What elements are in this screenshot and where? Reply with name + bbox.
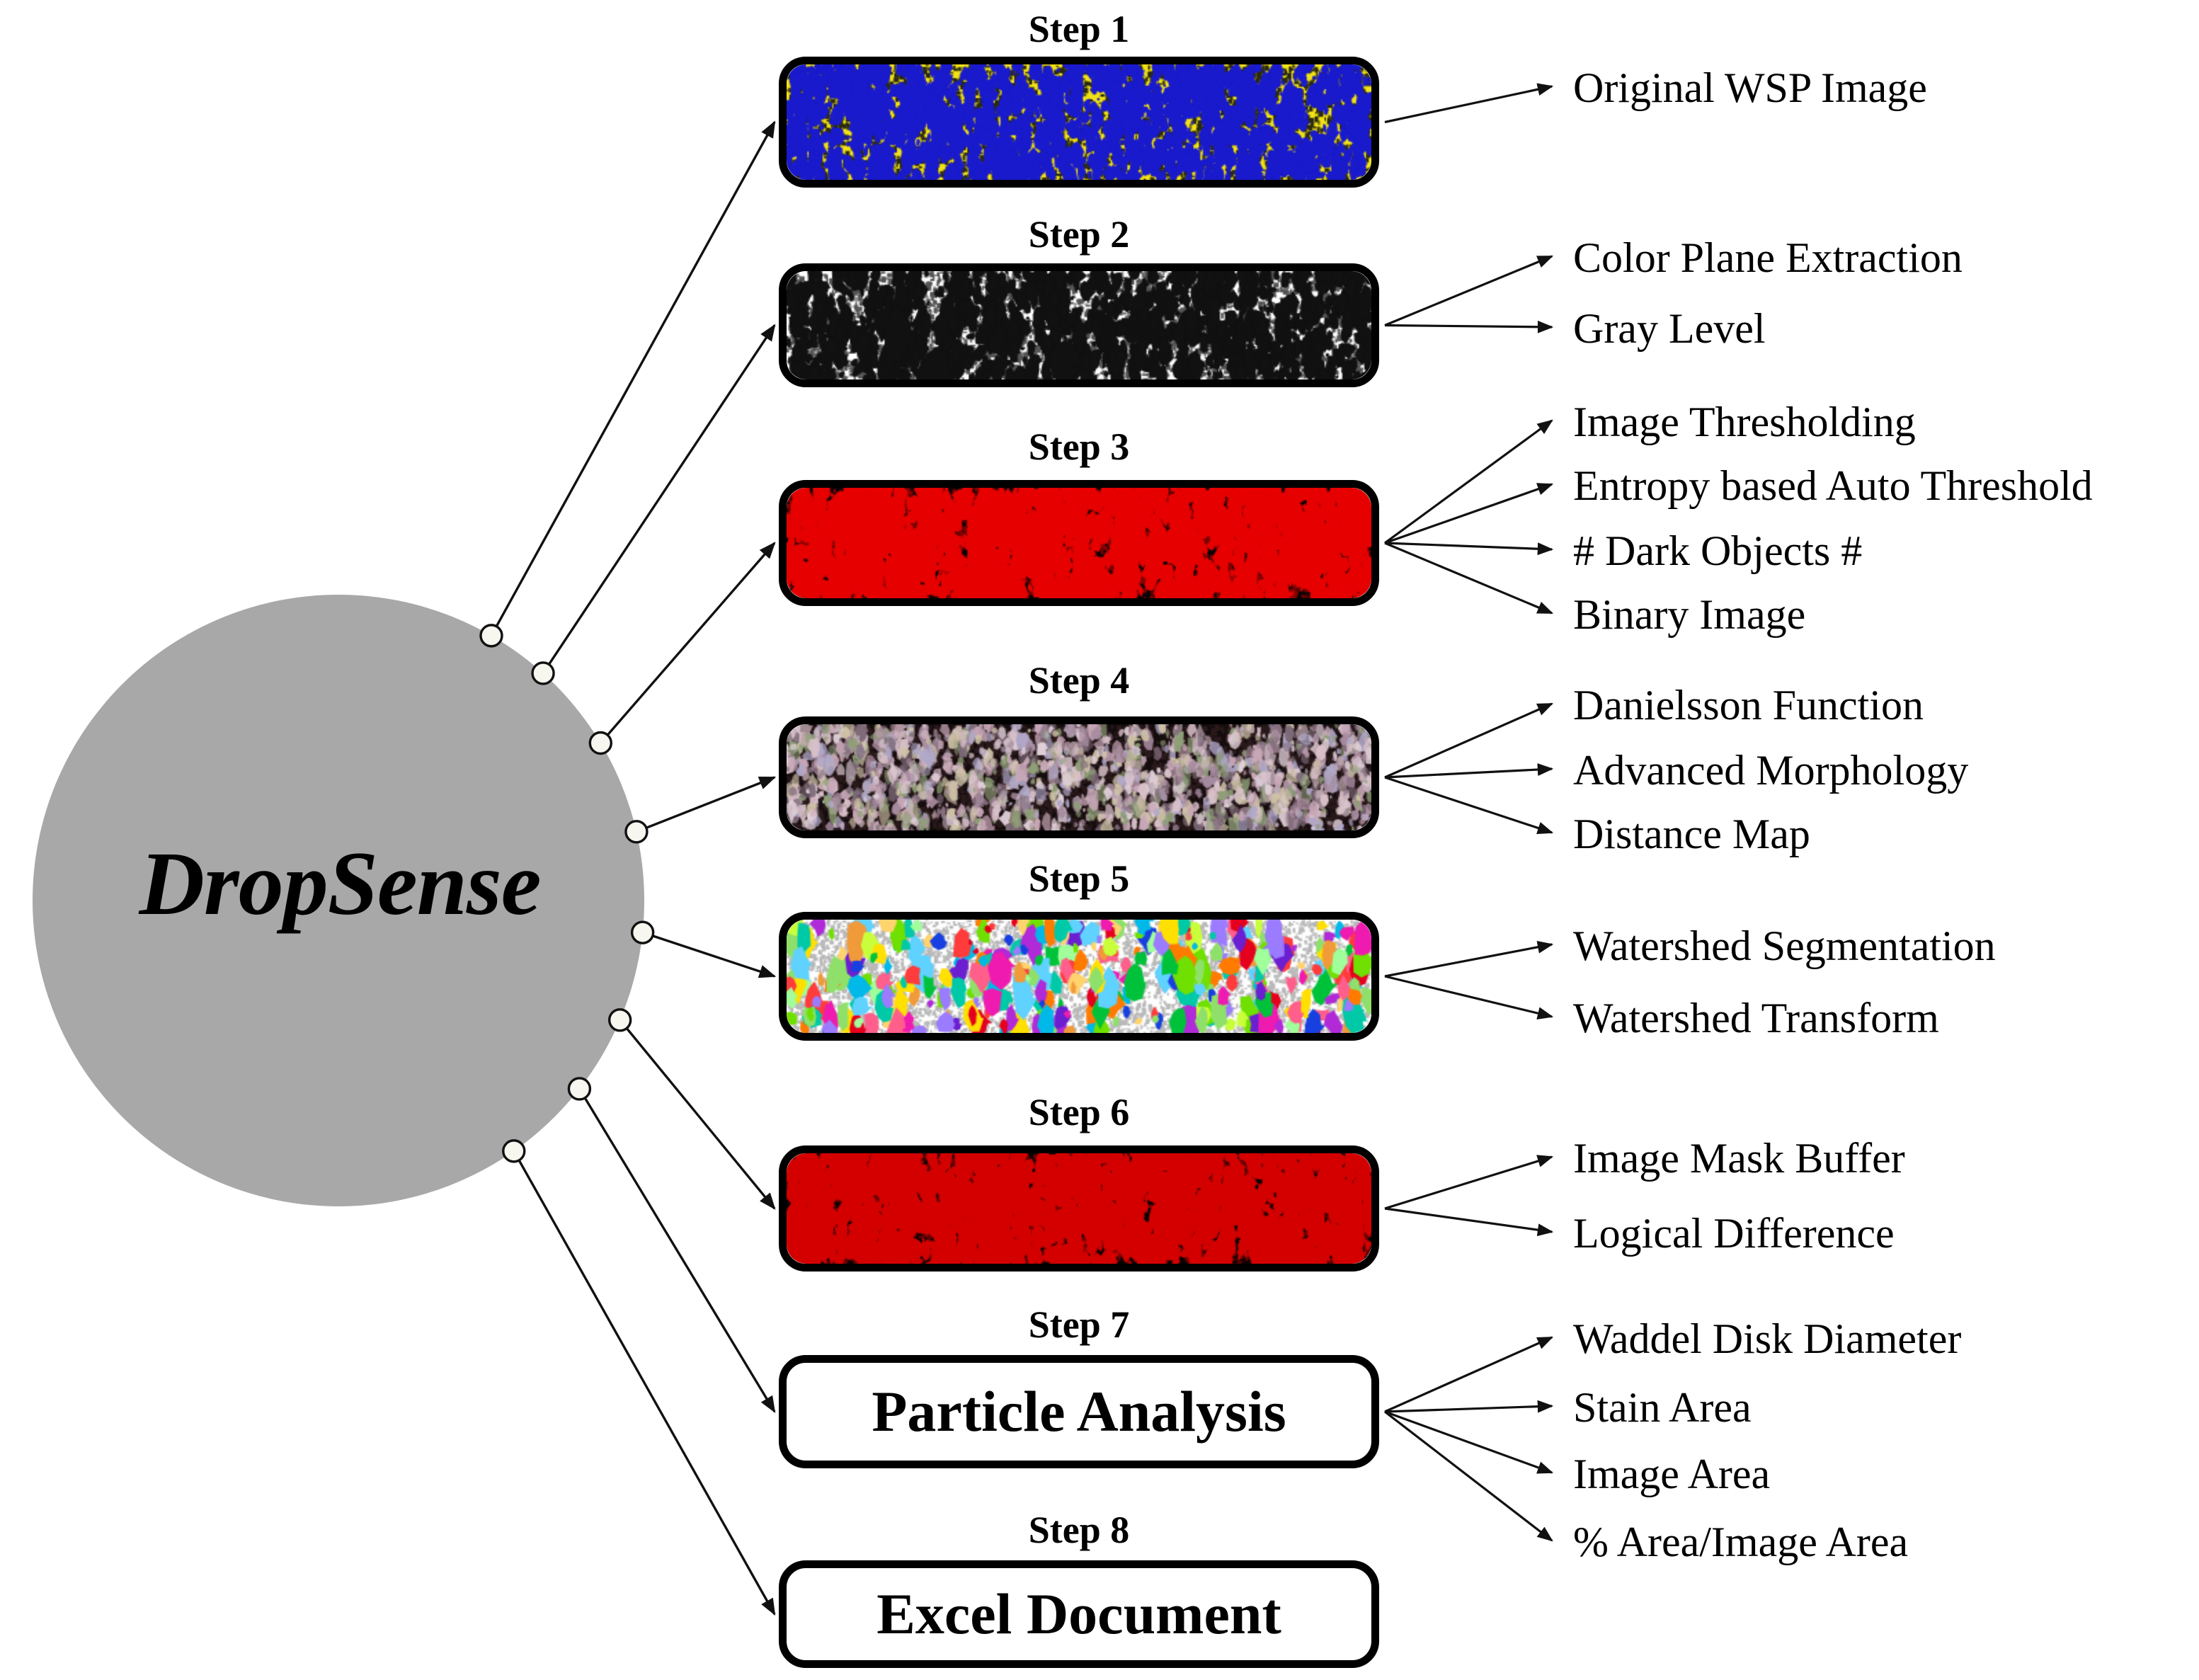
hub-connector [642, 931, 777, 978]
connector-node[interactable] [607, 1008, 632, 1032]
output-arrow [1384, 1336, 1554, 1413]
hub-label: DropSense [139, 833, 541, 934]
texture-distance-map [787, 724, 1371, 830]
output-arrow [1384, 776, 1554, 835]
texture-watershed-color [787, 920, 1371, 1033]
output-label: Distance Map [1573, 811, 1810, 857]
step-title-8: Step 8 [1028, 1509, 1130, 1551]
output-label: Waddel Disk Diameter [1573, 1315, 1962, 1362]
step-title-5: Step 5 [1028, 857, 1130, 900]
output-arrow [1384, 1207, 1554, 1237]
step-box-label-8: Excel Document [876, 1582, 1281, 1646]
output-arrow [1384, 483, 1554, 544]
output-arrow [1384, 255, 1554, 326]
texture-wsp-yellow-blue [787, 64, 1371, 180]
step-image-5[interactable] [779, 912, 1379, 1041]
output-arrow [1384, 1410, 1554, 1474]
step-box-8[interactable]: Excel Document [779, 1560, 1379, 1668]
output-arrow [1384, 940, 1554, 978]
output-label: Binary Image [1573, 591, 1806, 638]
step-title-3: Step 3 [1028, 425, 1130, 468]
output-arrow [1384, 542, 1554, 615]
output-arrow [1384, 763, 1554, 779]
step-box-label-7: Particle Analysis [872, 1379, 1286, 1444]
output-arrow [1384, 975, 1554, 1019]
output-label: # Dark Objects # [1573, 527, 1863, 574]
step-title-4: Step 4 [1028, 659, 1130, 702]
step-image-3[interactable] [779, 480, 1379, 606]
output-label: Color Plane Extraction [1573, 234, 1963, 281]
step-image-4[interactable] [779, 716, 1379, 838]
hub-connector [513, 1150, 776, 1616]
hub-connector [542, 324, 776, 674]
connector-node[interactable] [531, 661, 555, 685]
output-label: Watershed Segmentation [1573, 922, 1996, 969]
step-image-1[interactable] [779, 57, 1379, 188]
output-label: Advanced Morphology [1573, 747, 1969, 794]
output-label: Stain Area [1573, 1384, 1752, 1431]
connector-node[interactable] [588, 731, 612, 755]
texture-binary-red [787, 488, 1371, 598]
step-title-7: Step 7 [1028, 1303, 1130, 1346]
output-label: Watershed Transform [1573, 995, 1939, 1041]
output-label: Entropy based Auto Threshold [1573, 462, 2093, 509]
texture-grayscale-bw [787, 271, 1371, 379]
output-arrow [1384, 702, 1554, 779]
output-arrow [1384, 1155, 1554, 1210]
output-label: Image Mask Buffer [1573, 1135, 1905, 1182]
output-label: Gray Level [1573, 305, 1766, 352]
hub-connector [636, 776, 777, 833]
output-arrow [1384, 542, 1554, 556]
hub-connector [619, 1019, 776, 1210]
step-title-6: Step 6 [1028, 1091, 1130, 1133]
hub-connector [490, 120, 776, 636]
step-title-2: Step 2 [1028, 213, 1130, 256]
hub-connector [600, 542, 776, 744]
step-image-2[interactable] [779, 263, 1379, 387]
output-label: Logical Difference [1573, 1210, 1895, 1257]
step-image-6[interactable] [779, 1145, 1379, 1272]
output-label: Image Thresholding [1573, 399, 1916, 445]
output-arrow [1384, 83, 1554, 124]
step-title-1: Step 1 [1028, 8, 1130, 50]
step-box-7[interactable]: Particle Analysis [779, 1355, 1379, 1468]
connector-node[interactable] [502, 1139, 526, 1163]
output-label: Danielsson Function [1573, 682, 1924, 728]
output-arrow [1384, 1410, 1553, 1542]
output-arrow [1384, 419, 1553, 544]
output-label: Original WSP Image [1573, 64, 1927, 111]
output-arrow [1384, 1400, 1554, 1413]
connector-node[interactable] [479, 624, 503, 648]
hub-connector [578, 1088, 776, 1414]
output-arrow [1384, 320, 1554, 333]
texture-mask-red [787, 1153, 1371, 1264]
output-label: Image Area [1573, 1451, 1771, 1497]
output-label: % Area/Image Area [1573, 1519, 1909, 1565]
connector-node[interactable] [567, 1077, 592, 1101]
